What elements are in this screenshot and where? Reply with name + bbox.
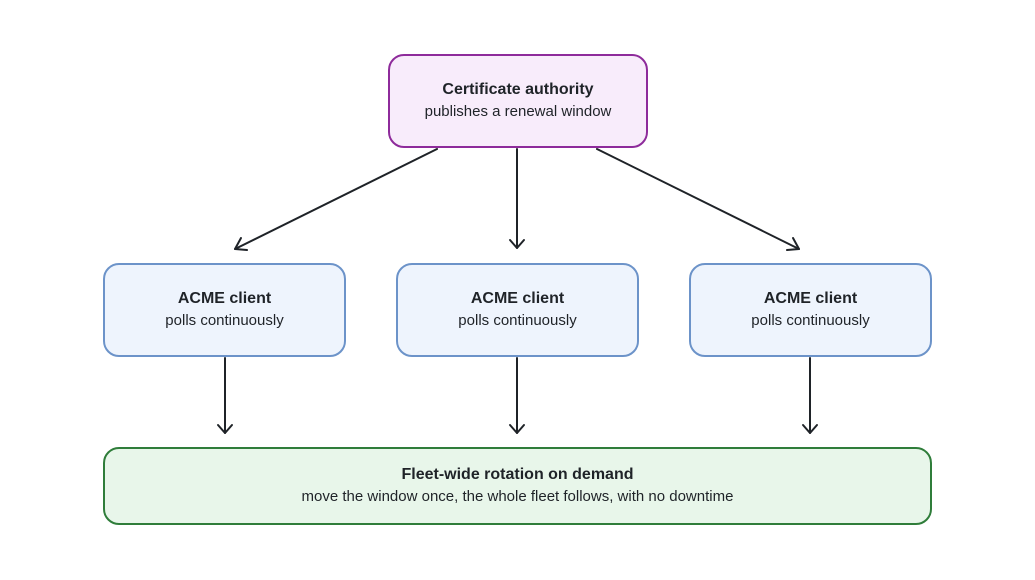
acme-client-title: ACME client bbox=[470, 290, 565, 307]
arrow-client-2-to-result bbox=[509, 357, 525, 434]
certificate-authority-node: Certificate authority publishes a renewa… bbox=[388, 54, 648, 148]
acme-client-subtitle: polls continuously bbox=[165, 312, 284, 329]
acme-client-subtitle: polls continuously bbox=[751, 312, 870, 329]
fleet-rotation-subtitle: move the window once, the whole fleet fo… bbox=[301, 488, 734, 505]
acme-client-node-2: ACME client polls continuously bbox=[396, 263, 639, 357]
arrow-authority-to-client-1 bbox=[234, 148, 438, 251]
fleet-rotation-title: Fleet-wide rotation on demand bbox=[401, 466, 634, 483]
fleet-rotation-node: Fleet-wide rotation on demand move the w… bbox=[103, 447, 932, 525]
acme-client-title: ACME client bbox=[177, 290, 272, 307]
arrow-client-3-to-result bbox=[802, 357, 818, 434]
acme-client-title: ACME client bbox=[763, 290, 858, 307]
certificate-authority-title: Certificate authority bbox=[442, 81, 594, 98]
certificate-authority-subtitle: publishes a renewal window bbox=[424, 103, 612, 120]
arrow-authority-to-client-3 bbox=[596, 148, 800, 251]
arrow-authority-to-client-2 bbox=[509, 148, 525, 249]
acme-client-node-1: ACME client polls continuously bbox=[103, 263, 346, 357]
arrow-client-1-to-result bbox=[217, 357, 233, 434]
acme-client-subtitle: polls continuously bbox=[458, 312, 577, 329]
acme-client-node-3: ACME client polls continuously bbox=[689, 263, 932, 357]
